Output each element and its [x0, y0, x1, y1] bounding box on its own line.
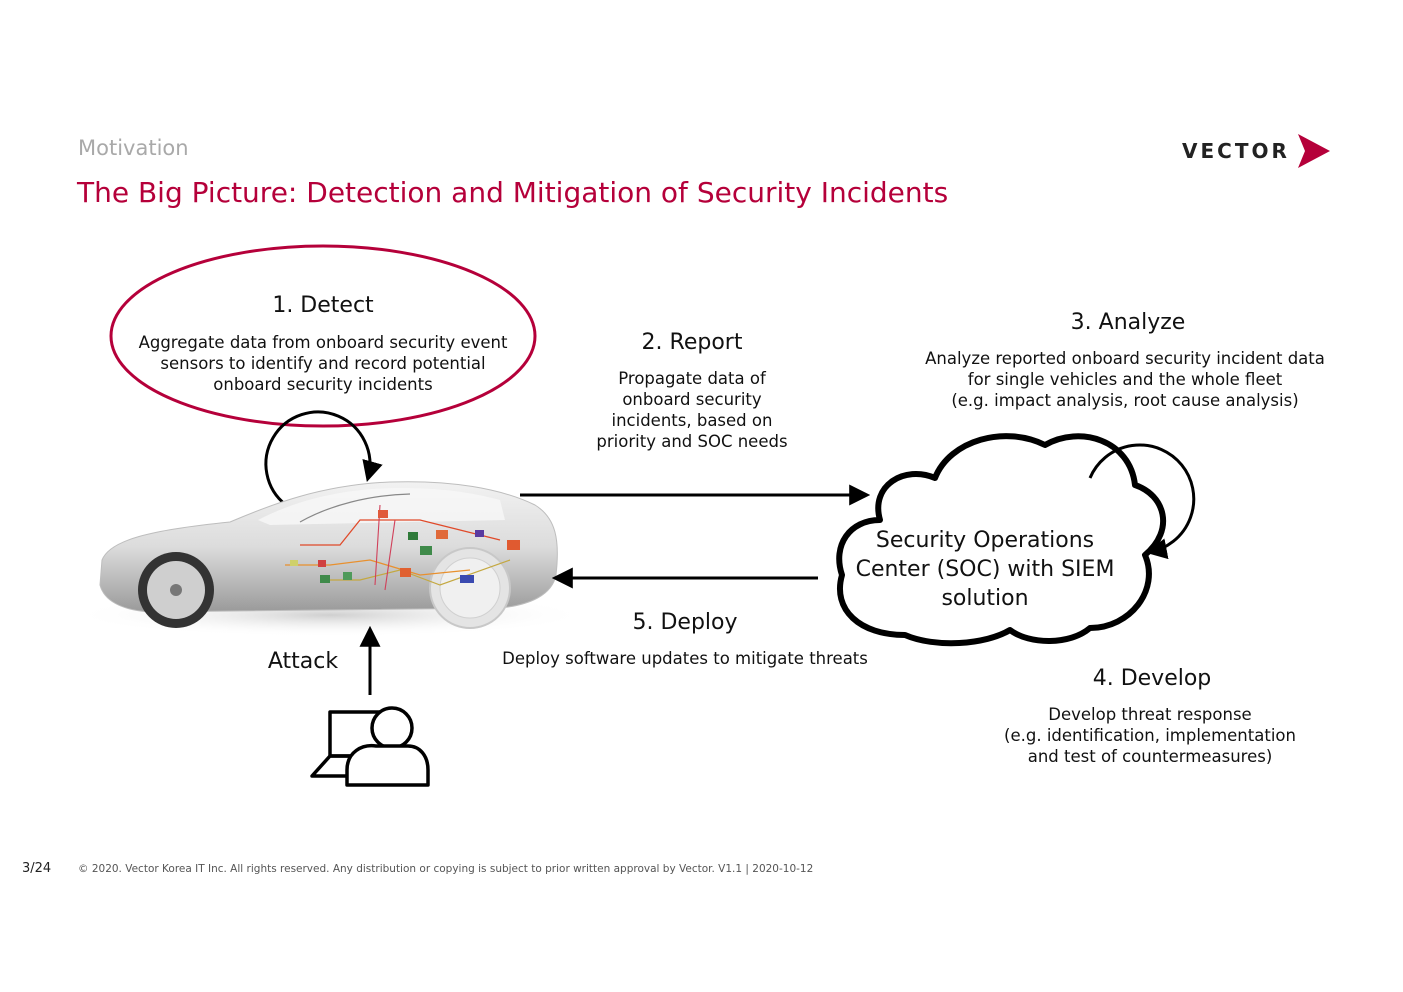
report-line: incidents, based on — [611, 411, 773, 430]
analyze-heading: 3. Analyze — [1070, 310, 1186, 335]
deploy-heading: 5. Deploy — [632, 610, 738, 635]
develop-description: Develop threat response (e.g. identifica… — [970, 704, 1330, 767]
attacker-laptop-icon — [310, 706, 430, 787]
deploy-line: Deploy software updates to mitigate thre… — [502, 649, 868, 668]
report-line: onboard security — [622, 390, 762, 409]
analyze-line: (e.g. impact analysis, root cause analys… — [951, 391, 1299, 410]
deploy-description: Deploy software updates to mitigate thre… — [470, 648, 900, 669]
vector-logo-chevron-icon — [1298, 134, 1330, 168]
copyright-notice: © 2020. Vector Korea IT Inc. All rights … — [78, 863, 814, 875]
develop-line: (e.g. identification, implementation — [1004, 726, 1296, 745]
logo-text: VECTOR — [1182, 139, 1290, 163]
vector-logo: VECTOR — [1182, 132, 1332, 172]
page-number: 3/24 — [22, 861, 52, 876]
report-heading: 2. Report — [641, 330, 743, 355]
report-description: Propagate data of onboard security incid… — [572, 368, 812, 452]
detect-line: Aggregate data from onboard security eve… — [138, 333, 508, 352]
detect-loop-arrow — [264, 410, 383, 507]
detect-line: onboard security incidents — [213, 375, 433, 394]
detect-highlight-ellipse — [109, 244, 537, 428]
detect-heading: 1. Detect — [272, 293, 374, 318]
section-label: Motivation — [78, 136, 189, 160]
develop-line: and test of countermeasures) — [1027, 747, 1273, 766]
detect-line: sensors to identify and record potential — [160, 354, 486, 373]
report-line: Propagate data of — [618, 369, 766, 388]
soc-line: Security Operations — [875, 528, 1095, 553]
analyze-line: for single vehicles and the whole fleet — [967, 370, 1283, 389]
page-title: The Big Picture: Detection and Mitigatio… — [77, 176, 949, 209]
soc-cloud-shape — [836, 433, 1166, 647]
soc-line: solution — [941, 586, 1029, 611]
develop-line: Develop threat response — [1048, 705, 1252, 724]
soc-label: Security Operations Center (SOC) with SI… — [835, 526, 1135, 613]
analyze-description: Analyze reported onboard security incide… — [895, 348, 1355, 411]
analyze-line: Analyze reported onboard security incide… — [925, 349, 1325, 368]
attack-label: Attack — [267, 649, 339, 674]
develop-heading: 4. Develop — [1092, 666, 1212, 691]
detect-description: Aggregate data from onboard security eve… — [113, 332, 533, 395]
car-illustration — [70, 481, 590, 637]
soc-line: Center (SOC) with SIEM — [855, 557, 1115, 582]
report-line: priority and SOC needs — [596, 432, 788, 451]
analyze-loop-arrow — [1088, 443, 1196, 560]
